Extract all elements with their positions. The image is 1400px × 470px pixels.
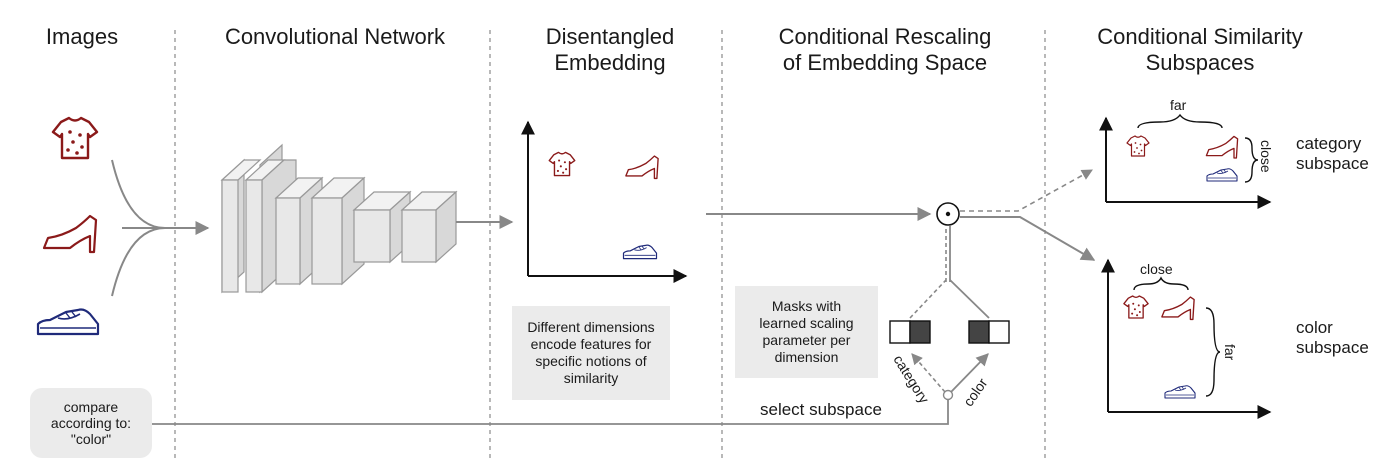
mask-category: [889, 320, 931, 344]
to-color-subspace-arrow: [960, 216, 1096, 261]
embedding-shirt-icon: [548, 151, 576, 177]
color-subspace-plot: [1101, 258, 1272, 419]
header-disentangled-embedding: Disentangled Embedding: [545, 24, 675, 75]
cnn-layers: [220, 143, 458, 294]
input-high-heel-icon: [42, 214, 98, 254]
category-subspace-plot: [1099, 113, 1272, 209]
header-images: Images: [45, 24, 119, 49]
color-heel-icon: [1161, 296, 1195, 321]
color-shirt-icon: [1123, 295, 1149, 319]
compare-box-bg: [30, 388, 152, 458]
compare-condition-box: compare according to: "color": [50, 399, 132, 447]
embedding-heel-icon: [625, 155, 659, 180]
select-subspace-label: select subspace: [760, 400, 882, 419]
header-conditional-subspaces: Conditional Similarity Subspaces: [1097, 24, 1303, 75]
input-shirt-icon: [51, 116, 99, 160]
header-conditional-rescaling: Conditional Rescaling of Embedding Space: [778, 24, 992, 75]
category-shirt-icon: [1126, 135, 1150, 157]
category-far-label: far: [1170, 97, 1187, 113]
color-far-label: far: [1222, 344, 1238, 361]
category-subspace-label: category subspace: [1296, 134, 1369, 173]
category-heel-icon: [1205, 135, 1239, 159]
mask-color: [968, 320, 1010, 344]
column-separators: [174, 30, 1046, 462]
category-sneaker-icon: [1206, 168, 1238, 182]
embedding-plot: [521, 120, 688, 283]
color-close-label: close: [1140, 261, 1173, 277]
selector-node: [942, 389, 954, 401]
input-sneaker-icon: [36, 308, 100, 336]
color-subspace-label: color subspace: [1296, 318, 1369, 357]
embedding-sneaker-icon: [622, 244, 658, 260]
to-category-subspace-arrow: [960, 169, 1093, 212]
dimensions-note: Different dimensions encode features for…: [512, 306, 670, 400]
select-subspace-line: [152, 400, 949, 425]
input-merge-arrows: [111, 159, 210, 297]
category-close-label: close: [1258, 140, 1274, 173]
header-convolutional-network: Convolutional Network: [224, 24, 446, 49]
color-sneaker-icon: [1164, 385, 1196, 399]
masks-note: Masks with learned scaling parameter per…: [735, 286, 878, 378]
